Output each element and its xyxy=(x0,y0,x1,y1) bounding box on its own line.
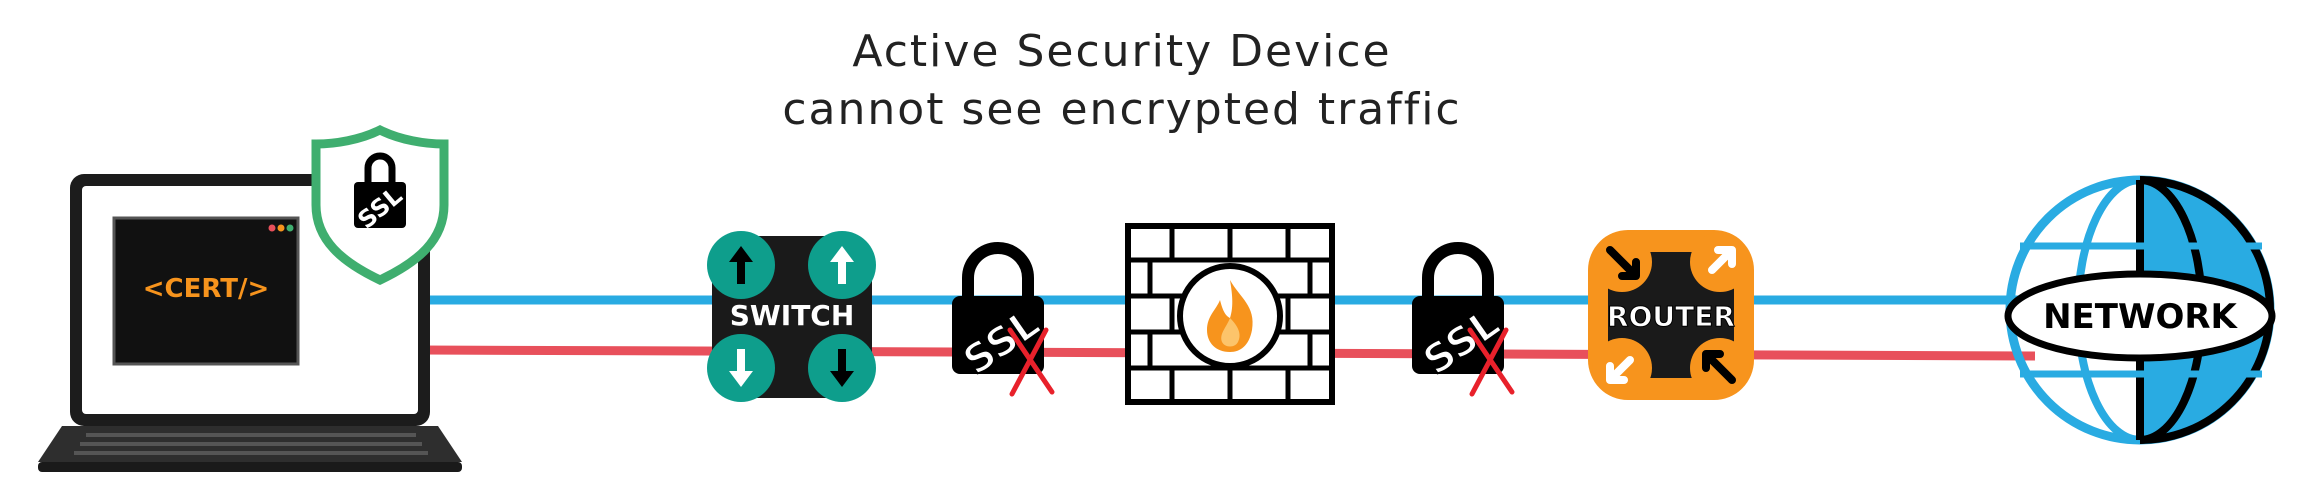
ssl-lock-left-icon: SSL xyxy=(952,242,1055,397)
firewall-icon xyxy=(1125,223,1335,405)
network-label-pill xyxy=(2004,270,2276,362)
network-globe-icon: NETWORK xyxy=(2004,175,2276,445)
title-line-1: Active Security Device xyxy=(852,26,1391,77)
flame-icon xyxy=(1207,280,1253,352)
switch-icon: SWITCH xyxy=(707,231,876,402)
x-mark-left-icon xyxy=(1007,327,1055,397)
network-label: NETWORK xyxy=(2043,297,2238,337)
cert-window xyxy=(112,216,300,366)
switch-label: SWITCH xyxy=(730,299,855,332)
router-icon: ROUTER xyxy=(1588,230,1754,400)
router-label: ROUTER xyxy=(1607,300,1735,333)
title-line-2: cannot see encrypted traffic xyxy=(782,84,1461,135)
ssl-shield-icon: SSL xyxy=(311,124,449,285)
flame-badge xyxy=(1177,263,1283,369)
ssl-lock-right-icon: SSL xyxy=(1412,242,1515,397)
x-mark-right-icon xyxy=(1467,327,1515,397)
cert-label: <CERT/> xyxy=(143,274,270,304)
